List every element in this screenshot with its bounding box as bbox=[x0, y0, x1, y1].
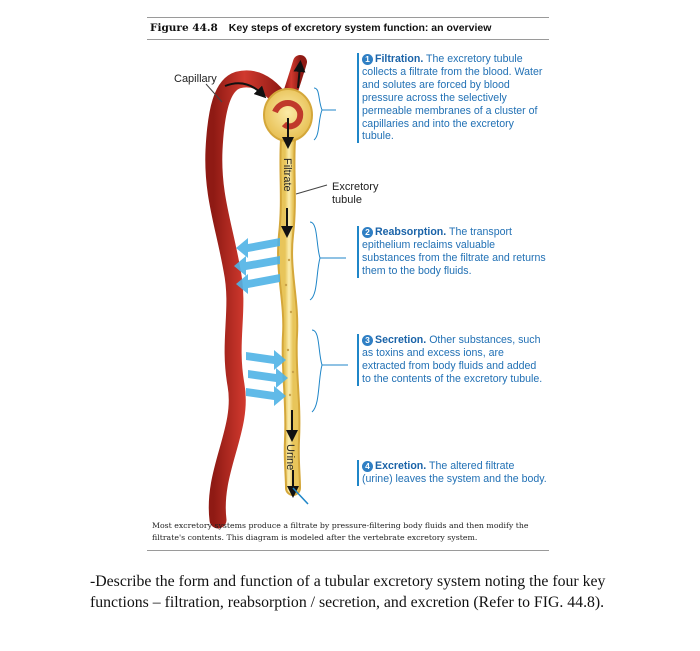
step-text: The altered filtrate (urine) leaves the … bbox=[362, 460, 547, 485]
capillary-label: Capillary bbox=[174, 73, 217, 85]
step-text: The excretory tubule collects a filtrate… bbox=[362, 53, 543, 143]
step-number-badge: 2 bbox=[362, 227, 373, 238]
filtrate-label: Filtrate bbox=[281, 158, 293, 192]
figure-bottom-rule bbox=[147, 550, 549, 551]
figure-top-rule bbox=[147, 17, 549, 18]
step-heading: Reabsorption. bbox=[375, 226, 447, 238]
step-text: The transport epithelium reclaims valuab… bbox=[362, 226, 546, 277]
excretory-tubule-label-line1: Excretory bbox=[332, 181, 379, 193]
excretory-tubule-label-line2: tubule bbox=[332, 194, 362, 206]
excretory-diagram: Capillary Filtrate Excretory tubule Urin… bbox=[174, 55, 379, 529]
figure-title: Figure 44.8 Key steps of excretory syste… bbox=[150, 22, 491, 34]
step-number-badge: 3 bbox=[362, 335, 373, 346]
question-text: -Describe the form and function of a tub… bbox=[90, 573, 606, 611]
urine-label: Urine bbox=[284, 444, 296, 470]
step-number-badge: 1 bbox=[362, 54, 373, 65]
callout-braces bbox=[309, 87, 348, 413]
step-number-badge: 4 bbox=[362, 461, 373, 472]
excretory-tubule-leader bbox=[295, 184, 328, 195]
step-heading: Filtration. bbox=[375, 53, 424, 65]
excretory-tubule bbox=[263, 88, 313, 505]
secretion-arrows bbox=[246, 350, 288, 406]
figure-title-rule bbox=[147, 39, 549, 40]
step-text: Other substances, such as toxins and exc… bbox=[362, 334, 543, 385]
figure-number: Figure 44.8 bbox=[150, 22, 218, 34]
step-heading: Secretion. bbox=[375, 334, 427, 346]
figure-caption: Most excretory systems produce a filtrat… bbox=[152, 521, 529, 542]
step-heading: Excretion. bbox=[375, 460, 427, 472]
figure-title-text: Key steps of excretory system function: … bbox=[228, 22, 492, 34]
reabsorption-arrows bbox=[234, 238, 280, 294]
capillary-leader bbox=[205, 83, 223, 103]
